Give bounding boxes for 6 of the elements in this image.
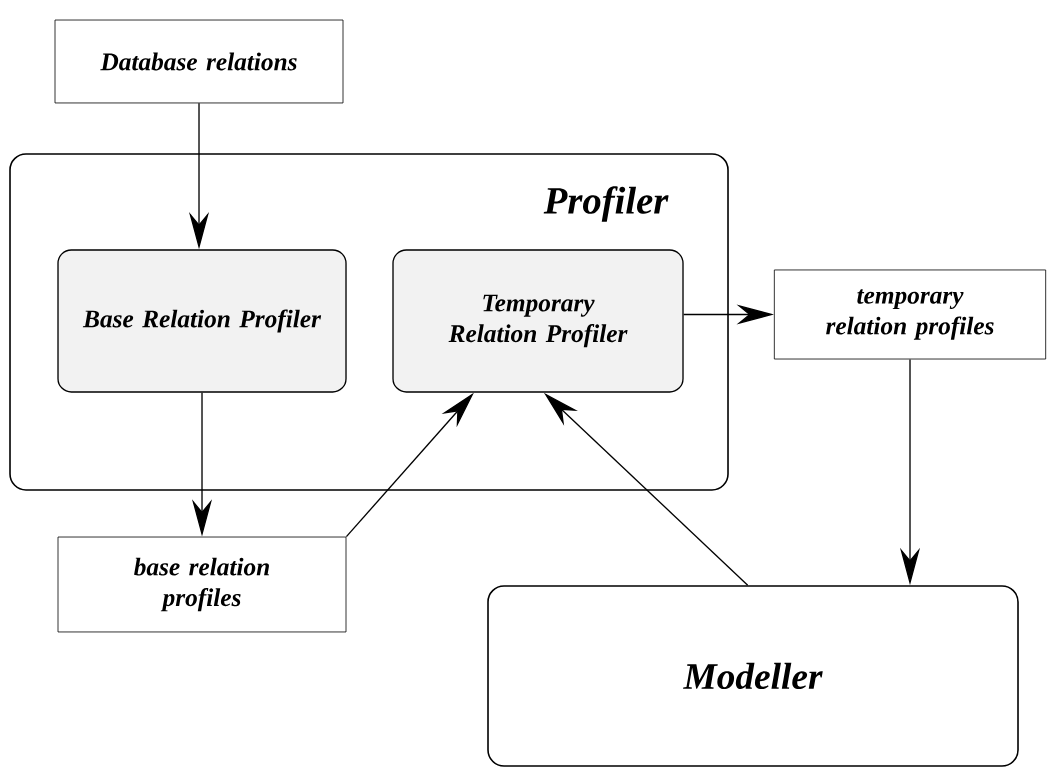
process-box: Modeller bbox=[487, 585, 1019, 767]
process-box: Temporary Relation Profiler bbox=[392, 249, 684, 393]
data-box: temporary relation profiles bbox=[773, 269, 1047, 360]
data-box: Database relations bbox=[54, 19, 344, 104]
process-box: Base Relation Profiler bbox=[57, 249, 347, 393]
data-box: base relation profiles bbox=[57, 536, 347, 633]
